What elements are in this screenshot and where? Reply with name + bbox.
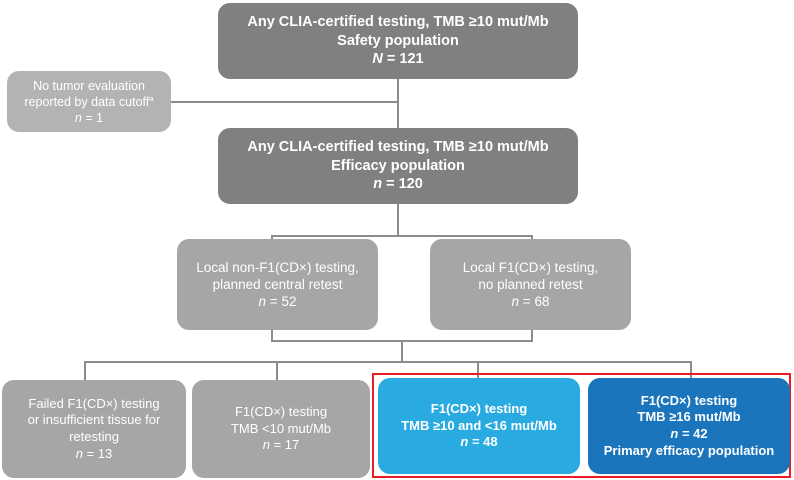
node-safety-population-line1: Any CLIA-certified testing, TMB ≥10 mut/… [247,14,549,31]
node-efficacy-population-count-value: 120 [398,176,423,193]
node-f1-tmb-lt10-line1: F1(CD×) testing [234,404,328,420]
node-local-non-f1-testing-line2: planned central retest [212,276,343,292]
connector-level4-drop-3 [477,361,479,381]
node-failed-f1-testing-line3: retesting [69,429,119,444]
node-failed-f1-testing-line1: Failed F1(CD×) testing [28,395,160,411]
node-f1-tmb-lt10[interactable]: F1(CD×) testing TMB <10 mut/Mb n = 17 [192,380,370,478]
node-f1-tmb-lt10-count: n = 17 [263,437,300,454]
node-local-non-f1-testing-count-value: 52 [281,294,297,310]
node-f1-tmb-lt10-count-symbol: n [262,437,270,453]
node-local-f1-testing-count-equals: = [519,294,535,310]
node-f1-tmb-ge16-line2: TMB ≥16 mut/Mb [637,409,741,425]
node-f1-tmb-10-to-16-line2: TMB ≥10 and <16 mut/Mb [401,417,557,433]
node-no-tumor-evaluation-count: n = 1 [75,110,103,126]
node-local-f1-testing-line1: Local F1(CD×) testing, [462,259,599,275]
node-f1-tmb-ge16-count-value: 42 [693,426,708,441]
node-efficacy-population[interactable]: Any CLIA-certified testing, TMB ≥10 mut/… [218,128,578,204]
connector-level4-trunk [401,340,403,362]
node-failed-f1-testing-count-value: 13 [97,445,113,461]
node-failed-f1-testing-line2: or insufficient tissue for [27,412,161,428]
connector-level3-bar [271,235,533,237]
node-no-tumor-evaluation-line1: No tumor evaluation [33,78,145,93]
node-f1-tmb-10-to-16-count-symbol: n [460,434,469,450]
node-f1-tmb-10-to-16-count: n = 48 [460,434,497,451]
node-f1-tmb-10-to-16-count-value: 48 [483,434,498,450]
node-local-non-f1-testing[interactable]: Local non-F1(CD×) testing, planned centr… [177,239,378,330]
node-failed-f1-testing-count-symbol: n [75,445,83,461]
node-no-tumor-evaluation-count-symbol: n [74,110,82,125]
connector-level4-drop-1 [84,361,86,381]
node-local-f1-testing-line2: no planned retest [478,276,583,292]
node-f1-tmb-10-to-16[interactable]: F1(CD×) testing TMB ≥10 and <16 mut/Mb n… [378,378,580,474]
connector-level4-bar [84,361,692,363]
node-safety-population-count-value: 121 [399,51,424,68]
node-efficacy-population-count-symbol: n [373,176,383,193]
node-no-tumor-evaluation[interactable]: No tumor evaluation reported by data cut… [7,71,171,132]
node-f1-tmb-ge16-line4: Primary efficacy population [603,442,775,458]
connector-safety-to-efficacy [397,78,399,129]
node-local-f1-testing-count-symbol: n [511,294,520,310]
node-f1-tmb-ge16-count-equals: = [678,426,694,441]
node-f1-tmb-lt10-line2: TMB <10 mut/Mb [230,420,332,436]
node-safety-population-count-equals: = [382,51,400,68]
node-f1-tmb-ge16[interactable]: F1(CD×) testing TMB ≥16 mut/Mb n = 42 Pr… [588,378,790,474]
node-local-non-f1-testing-count-symbol: n [258,294,267,310]
node-no-tumor-evaluation-line2: reported by data cutoffa [24,94,153,110]
node-efficacy-population-count: n = 120 [373,175,423,194]
connector-side-branch-no-tumor-eval [170,101,399,103]
node-failed-f1-testing-count: n = 13 [76,446,113,463]
node-f1-tmb-ge16-line1: F1(CD×) testing [640,392,738,408]
footnote-marker-a: a [149,93,154,103]
node-f1-tmb-10-to-16-count-equals: = [468,434,484,450]
node-local-f1-testing[interactable]: Local F1(CD×) testing, no planned retest… [430,239,631,330]
node-no-tumor-evaluation-count-value: 1 [96,110,104,125]
connector-efficacy-trunk [397,203,399,236]
node-f1-tmb-lt10-count-value: 17 [284,437,300,453]
node-safety-population-count: N = 121 [372,50,423,69]
node-f1-tmb-ge16-count: n = 42 [670,426,707,443]
node-failed-f1-testing[interactable]: Failed F1(CD×) testing or insufficient t… [2,380,186,478]
connector-level4-drop-2 [276,361,278,381]
node-local-f1-testing-count: n = 68 [512,293,550,310]
node-safety-population[interactable]: Any CLIA-certified testing, TMB ≥10 mut/… [218,3,578,79]
connector-level4-drop-4 [690,361,692,381]
node-efficacy-population-count-equals: = [382,176,399,193]
node-f1-tmb-10-to-16-line1: F1(CD×) testing [430,401,528,417]
connector-level3-left-out [271,330,273,341]
node-failed-f1-testing-count-equals: = [82,445,98,461]
node-no-tumor-evaluation-line2-text: reported by data cutoff [24,94,150,109]
node-f1-tmb-lt10-count-equals: = [269,437,285,453]
node-local-non-f1-testing-count-equals: = [266,294,282,310]
node-efficacy-population-line2: Efficacy population [331,157,465,174]
node-local-non-f1-testing-count: n = 52 [259,293,297,310]
node-local-f1-testing-count-value: 68 [534,294,550,310]
connector-level3-right-out [531,330,533,341]
node-no-tumor-evaluation-count-equals: = [81,110,97,125]
node-efficacy-population-line1: Any CLIA-certified testing, TMB ≥10 mut/… [247,139,549,156]
node-f1-tmb-ge16-count-symbol: n [670,426,679,441]
node-local-non-f1-testing-line1: Local non-F1(CD×) testing, [196,259,359,275]
node-safety-population-line2: Safety population [337,32,459,49]
node-safety-population-count-symbol: N [372,51,383,68]
